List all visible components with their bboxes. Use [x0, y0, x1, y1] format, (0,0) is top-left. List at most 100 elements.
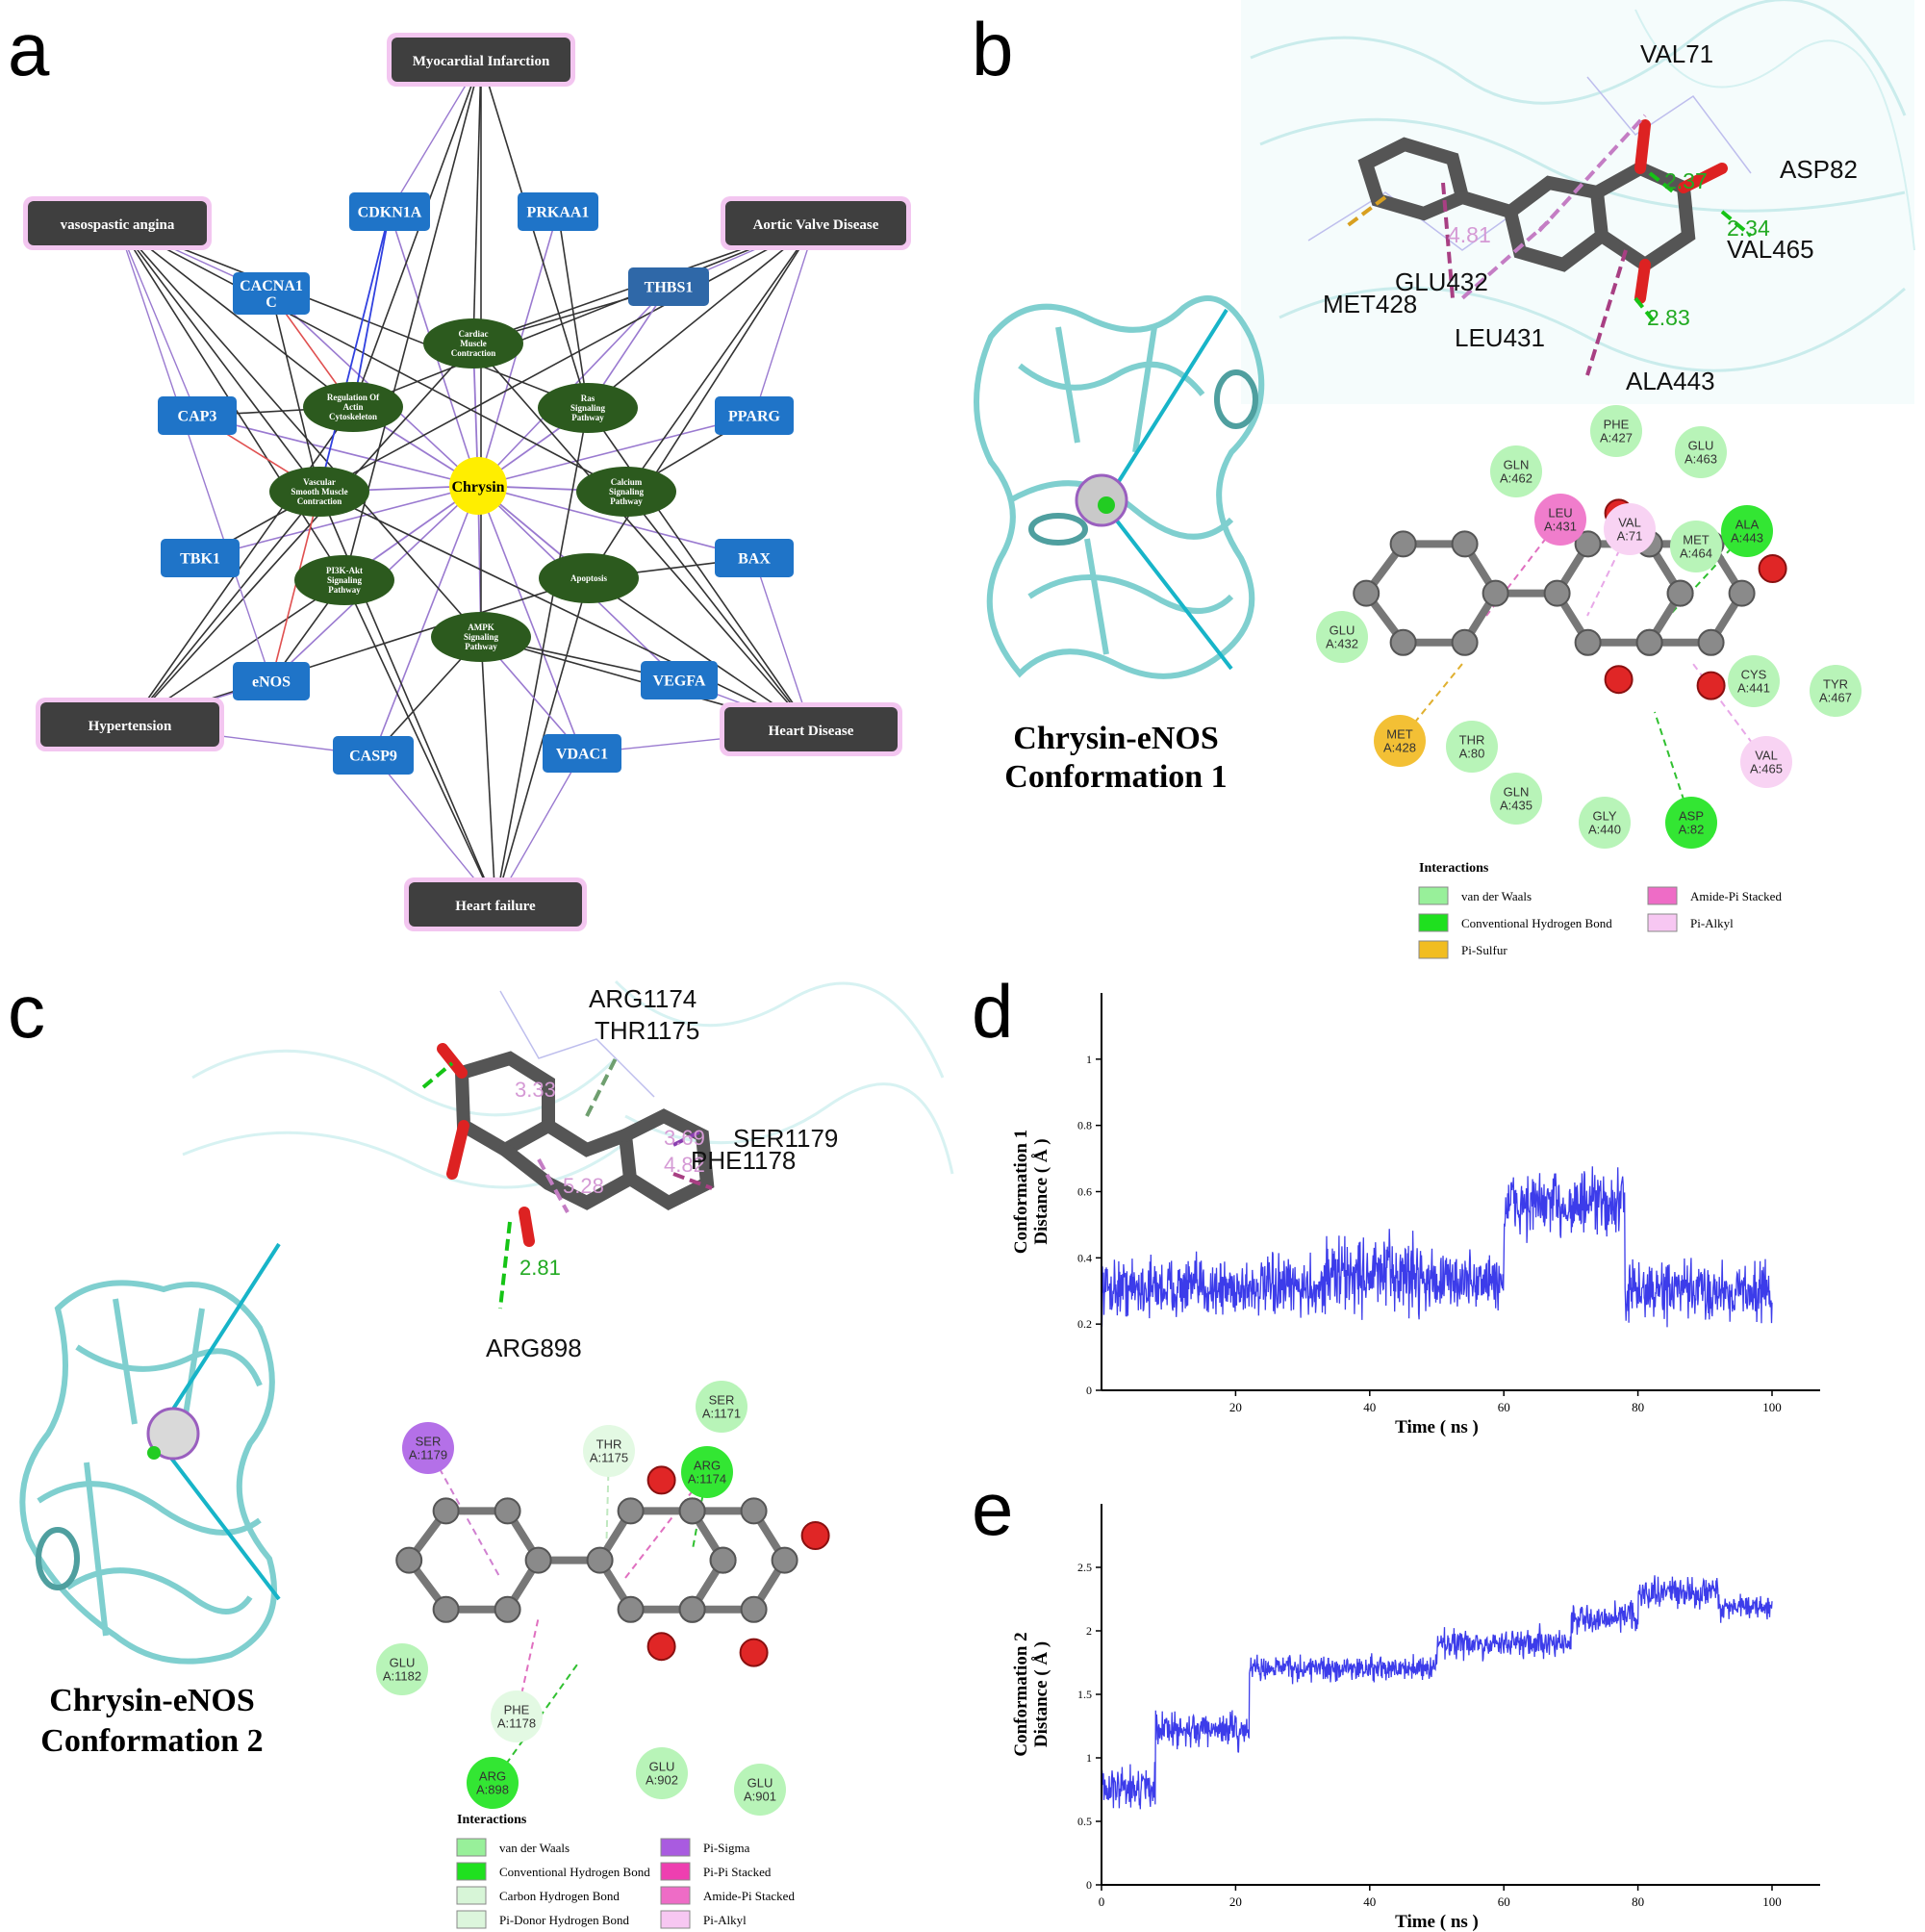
- x-axis-label: Time ( ns ): [1395, 1417, 1479, 1437]
- legend-swatch: [456, 1910, 487, 1929]
- legend-swatch: [1647, 886, 1678, 905]
- y-tick-label: 0.5: [1077, 1815, 1092, 1828]
- legend-swatch: [660, 1862, 691, 1881]
- pathway-node: [303, 382, 403, 432]
- b-ligand-site: [1098, 496, 1115, 514]
- c-3d-interaction-lines: [421, 1057, 713, 1309]
- pathway-node: [538, 383, 638, 433]
- residue-bubble: [1316, 611, 1368, 663]
- residue-bubble: [491, 1690, 543, 1742]
- network-edge: [557, 211, 589, 409]
- network-edge: [372, 485, 479, 756]
- disease-node: [392, 38, 570, 82]
- gene-node-label: BAX: [738, 551, 771, 568]
- legend-swatch: [660, 1910, 691, 1929]
- c-ligand-site: [147, 1446, 161, 1460]
- residue-bubble: [1728, 655, 1780, 707]
- ligand-atom: [1482, 579, 1509, 607]
- y-tick-label: 1.5: [1077, 1688, 1092, 1701]
- pathway-node: [269, 467, 369, 517]
- pathway-node: [576, 467, 676, 517]
- gene-node-label: PRKAA1: [527, 205, 590, 221]
- ligand-atom: [1353, 579, 1380, 607]
- network-edge: [587, 407, 812, 730]
- legend-title: Interactions: [457, 1813, 527, 1827]
- legend-swatch: [1418, 940, 1449, 959]
- legend-label: Conventional Hydrogen Bond: [1461, 916, 1612, 930]
- gene-node: [715, 539, 794, 577]
- b-caption-line1: Chrysin-eNOS: [1013, 721, 1218, 756]
- c-3d-residue-labels: ARG1174 THR1175 SER1179 PHE1178 ARG898: [486, 984, 838, 1362]
- legend-title: Interactions: [1419, 861, 1489, 876]
- pathway-node: [294, 555, 394, 605]
- residue-bubble: [1579, 797, 1631, 849]
- b-distance-label: 2.37: [1664, 168, 1708, 193]
- network-edge: [196, 415, 479, 487]
- series-label: Conformation 2: [1011, 1632, 1031, 1756]
- ligand-bond: [404, 1507, 544, 1614]
- y-tick-label: 0: [1086, 1384, 1092, 1397]
- x-tick-label: 20: [1229, 1894, 1242, 1909]
- gene-node: [715, 396, 794, 435]
- gene-node-label: THBS1: [645, 280, 694, 296]
- residue-bubble: [1810, 665, 1862, 717]
- ligand-atom: [678, 1497, 706, 1525]
- network-edge: [480, 636, 496, 905]
- residue-bubble: [1675, 426, 1727, 478]
- y-axis-label: Distance ( Å ): [1031, 1138, 1051, 1244]
- b-3d-distances: 2.37 2.34 2.83 4.81: [1448, 168, 1770, 330]
- c-zoom-line: [162, 1242, 281, 1426]
- pathway-node-label: Apoptosis: [570, 573, 608, 583]
- b-3d-backdrop: [1241, 0, 1915, 404]
- disease-node-label: Myocardial Infarction: [413, 54, 550, 69]
- ligand-bond: [1361, 540, 1501, 647]
- b-protein-ribbon: [974, 295, 1265, 679]
- network-edge: [270, 292, 320, 493]
- residue-bubble: [1721, 505, 1773, 557]
- c-distance-label: 3.69: [664, 1126, 705, 1150]
- gene-node: [233, 662, 310, 700]
- network-edge: [477, 415, 755, 487]
- legend-label: Pi-Alkyl: [1690, 916, 1734, 930]
- c-3d-ligand: [437, 1043, 715, 1247]
- x-tick-label: 80: [1632, 1400, 1644, 1414]
- network-edge: [352, 222, 817, 408]
- gene-node-label: CDKN1A: [358, 205, 422, 221]
- b-3d-ligand: [1357, 119, 1728, 304]
- network-edge: [318, 211, 391, 493]
- disease-node-label: vasospastic angina: [61, 217, 175, 233]
- gene-node: [349, 192, 430, 231]
- c-3d-distances: 3.33 3.69 4.82 5.28 2.81: [515, 1078, 705, 1280]
- network-edge: [477, 485, 583, 754]
- ligand-atom: [1697, 628, 1725, 656]
- network-edge: [343, 579, 496, 905]
- ligand-atom: [1574, 530, 1602, 558]
- c-caption-line1: Chrysin-eNOS: [49, 1683, 254, 1718]
- ligand-atom: [494, 1595, 521, 1623]
- pathway-node: [539, 553, 639, 603]
- ligand-atom: [1451, 530, 1479, 558]
- b-residue-label: MET428: [1323, 290, 1417, 318]
- network-edge: [318, 222, 817, 493]
- legend-label: Pi-Sigma: [703, 1841, 750, 1855]
- network-edge: [494, 407, 589, 905]
- residue-bubble: [1590, 405, 1642, 457]
- y-tick-label: 1: [1086, 1053, 1092, 1066]
- legend-swatch: [660, 1838, 691, 1857]
- ligand-atom: [1543, 579, 1571, 607]
